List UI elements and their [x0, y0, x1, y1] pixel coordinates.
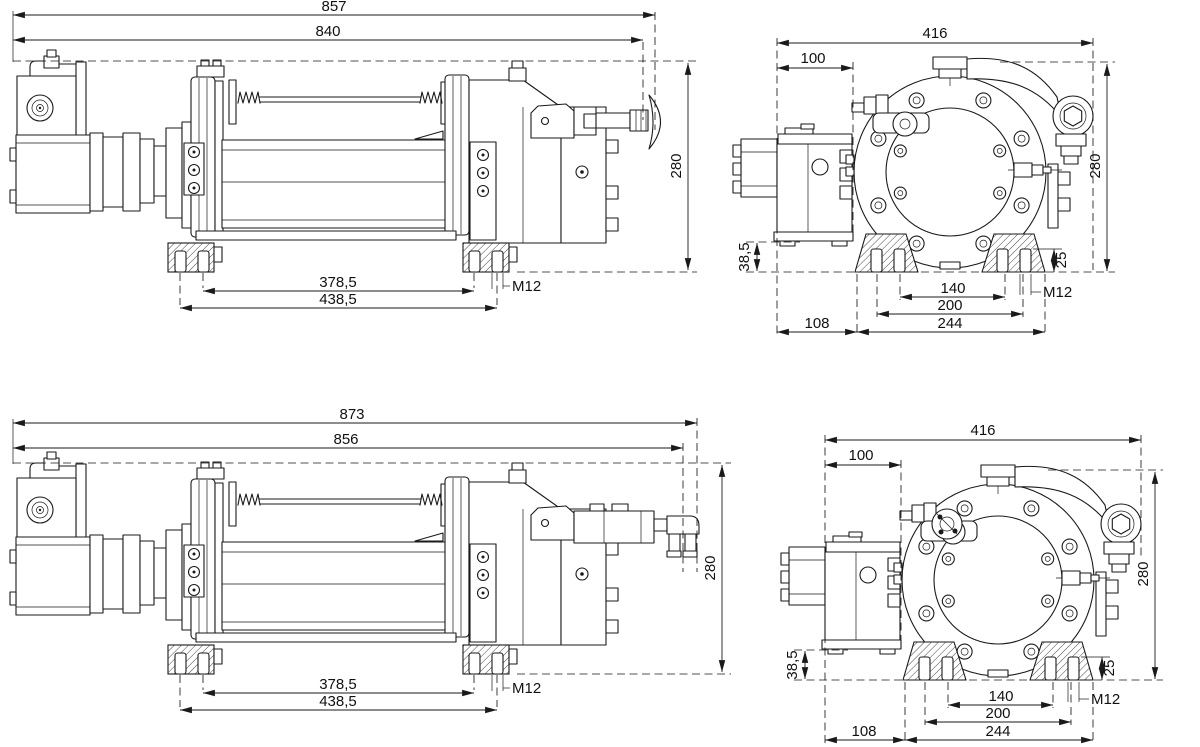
dim-overall-length: 873	[339, 406, 364, 423]
dim-base-height: 38,5	[784, 650, 801, 679]
dim-stud-height: 25	[1053, 252, 1070, 269]
dim-stud-thread: M12	[1043, 284, 1072, 301]
dimensions: 416 100 280 38,5 25 140 200 244 108 M12	[784, 422, 1163, 744]
dim-body-length: 840	[315, 23, 340, 40]
dim-overall-width: 416	[970, 422, 995, 439]
dim-feet-outer: 244	[937, 315, 962, 332]
dim-holes-mid: 200	[937, 297, 962, 314]
dim-motor-side: 108	[804, 315, 829, 332]
dimensions: 873 856 280 378,5 438,5 M12	[12, 406, 731, 714]
dim-stud-thread: M12	[512, 278, 541, 295]
dimensions: 416 100 280 38,5 25 140 200 244 108 M12	[736, 25, 1115, 336]
clutch-handle	[530, 94, 661, 150]
dim-stud-height: 25	[1101, 660, 1118, 677]
end-view-air-clutch: 416 100 280 38,5 25 140 200 244 108 M12	[780, 422, 1163, 744]
end-view-manual-clutch: 416 100 280 38,5 25 140 200 244 108 M12	[732, 25, 1115, 336]
dim-height: 280	[1135, 561, 1152, 586]
rope-anchor-detail	[931, 508, 963, 540]
dim-motor-side: 108	[851, 723, 876, 740]
dim-holes-mid: 200	[985, 705, 1010, 722]
dimensions: 857 840 280 378,5 438,5 M12	[12, 0, 697, 312]
dim-stud-thread: M12	[512, 680, 541, 697]
dim-stud-thread: M12	[1091, 691, 1120, 708]
dim-stud-span-outer: 438,5	[319, 291, 357, 308]
dim-stud-span-inner: 378,5	[319, 676, 357, 693]
dim-motor-offset: 100	[848, 447, 873, 464]
dim-height: 280	[668, 153, 685, 178]
dim-base-height: 38,5	[736, 242, 753, 271]
dim-feet-outer: 244	[985, 723, 1010, 740]
dim-height: 280	[1087, 153, 1104, 178]
dim-motor-offset: 100	[800, 50, 825, 67]
air-release-cylinder	[530, 503, 700, 558]
dim-body-length: 856	[333, 431, 358, 448]
side-view-air-clutch: 873 856 280 378,5 438,5 M12	[9, 406, 731, 714]
dim-overall-width: 416	[922, 25, 947, 42]
dim-holes-inner: 140	[940, 280, 965, 297]
dim-stud-span-inner: 378,5	[319, 274, 357, 291]
side-view-manual-clutch: 857 840 280 378,5 438,5 M12	[9, 0, 697, 312]
dim-overall-length: 857	[321, 0, 346, 15]
dim-height: 280	[702, 555, 719, 580]
dim-holes-inner: 140	[988, 688, 1013, 705]
dim-stud-span-outer: 438,5	[319, 693, 357, 710]
